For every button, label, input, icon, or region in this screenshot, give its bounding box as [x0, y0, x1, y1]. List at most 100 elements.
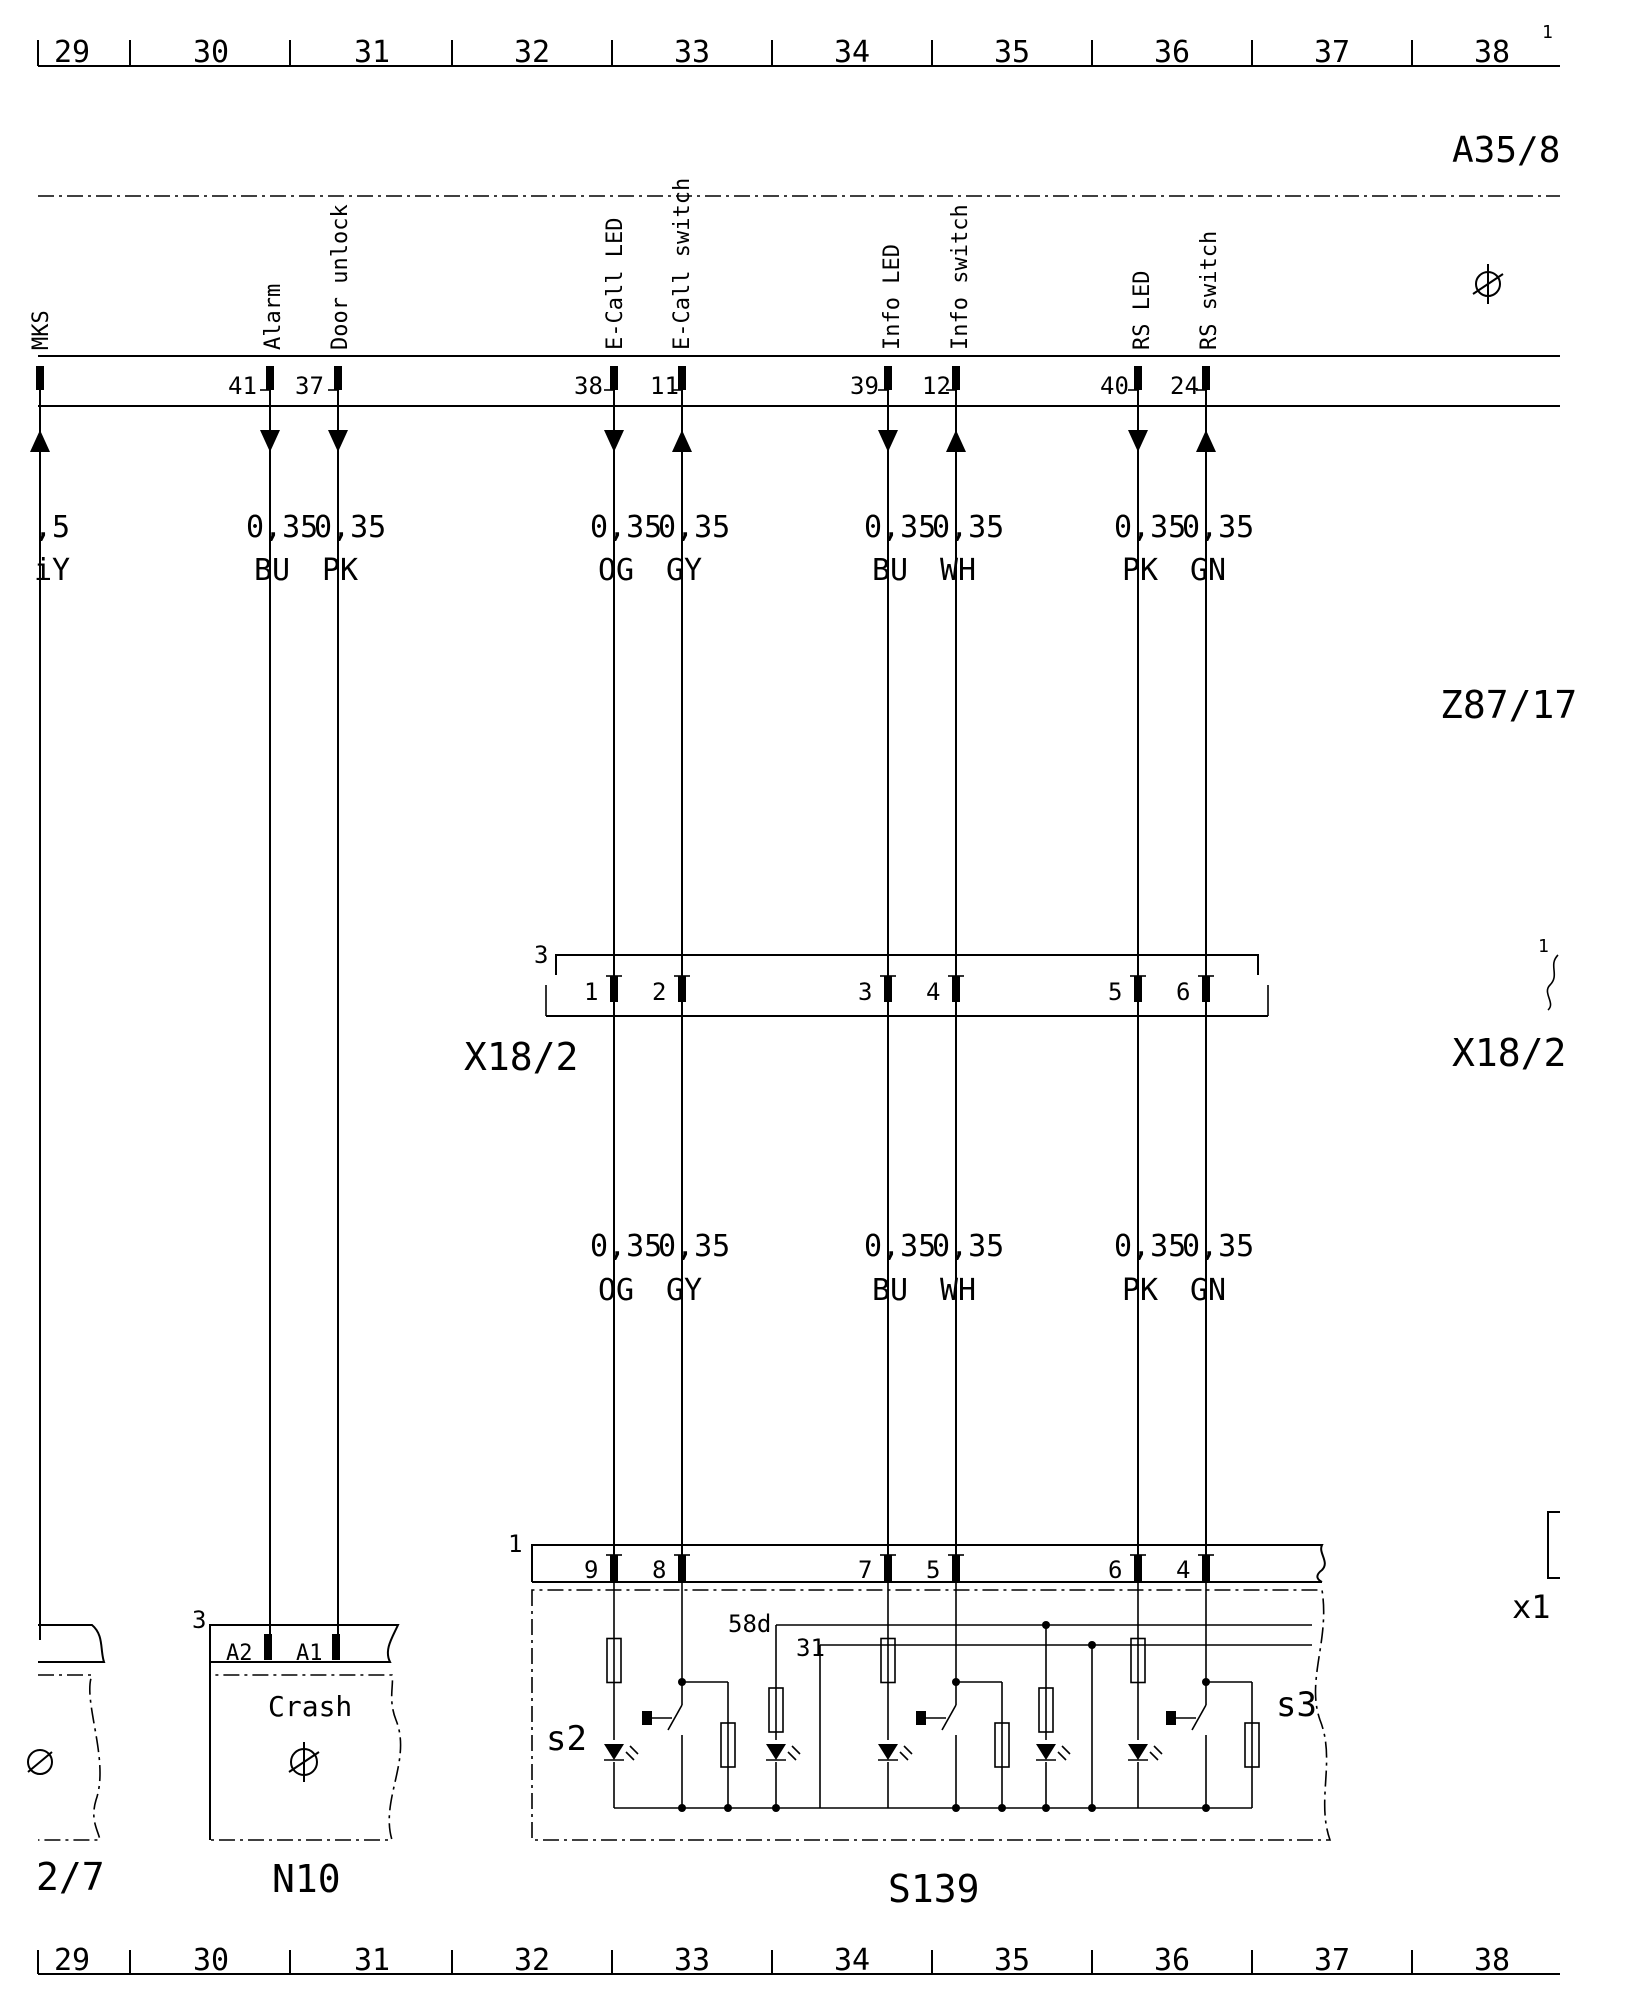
switch-icon	[642, 1581, 686, 1808]
wire-color: GY	[666, 553, 702, 588]
n10-pin-a2: A2	[226, 1641, 253, 1666]
signal-name-ecall-switch: E-Call switch	[670, 178, 695, 350]
sensor-icon	[27, 1749, 53, 1775]
x18-2-pin-number: 4	[926, 978, 940, 1006]
bottom-grid-bar: 29 30 31 32 33 34 35 36 37 38	[37, 1943, 1560, 1978]
pin-11: 11	[650, 372, 679, 400]
wire-mks-color: iY	[34, 553, 70, 588]
left-cut-component: 2/7	[27, 1624, 106, 1899]
crash-sensor-icon	[288, 1742, 320, 1782]
x18-2-right-corner-number: 1	[1538, 936, 1549, 957]
signal-name-door-unlock: Door unlock	[328, 204, 353, 350]
grid-number-33: 33	[674, 35, 710, 70]
grid-number-38-bottom: 38	[1474, 1943, 1510, 1978]
wire-color: OG	[598, 553, 634, 588]
x18-2-pin-number: 2	[652, 978, 666, 1006]
s139-circuits	[604, 1581, 1260, 1812]
arrow-down-icon	[878, 430, 898, 452]
wire-size: 0,35	[932, 1229, 1004, 1264]
component-label-left-cut: 2/7	[36, 1855, 105, 1899]
arrow-up-icon	[672, 430, 692, 452]
wire-mks: ,5 iY	[30, 366, 70, 1640]
edge-fragment-number: 1	[1542, 22, 1553, 43]
switch-label-s3: s3	[1276, 1685, 1317, 1725]
wire-size: 0,35	[590, 510, 662, 545]
signal-name-mks: MKS	[29, 310, 54, 350]
signal-name-rs-led: RS LED	[1130, 271, 1155, 350]
grid-number-37-bottom: 37	[1314, 1943, 1350, 1978]
wire-color: WH	[940, 1273, 976, 1308]
component-n10: 3 A2 A1 Crash N10	[192, 1606, 402, 1901]
connector-label-x18-2: X18/2	[464, 1035, 578, 1079]
signal-name-ecall-led: E-Call LED	[603, 218, 628, 350]
wire-size: 0,35	[658, 1229, 730, 1264]
pin-39: 39	[850, 372, 879, 400]
led-icon	[766, 1744, 801, 1761]
wire-color: GY	[666, 1273, 702, 1308]
wire-color: BU	[872, 553, 908, 588]
ground-symbol-icon	[1472, 264, 1504, 304]
wire-color: PK	[1122, 553, 1158, 588]
pin-24: 24	[1170, 372, 1199, 400]
x18-2-pin-number: 1	[584, 978, 598, 1006]
wire-size: 0,35	[314, 510, 386, 545]
grid-number-31: 31	[354, 35, 390, 70]
grid-number-35: 35	[994, 35, 1030, 70]
top-grid-bar: 29 30 31 32 33 34 35 36 37 38	[37, 35, 1560, 70]
wire-mks-size: ,5	[34, 510, 70, 545]
grid-number-36-bottom: 36	[1154, 1943, 1190, 1978]
switch-label-s2: s2	[546, 1719, 587, 1759]
wire-color: PK	[1122, 1273, 1158, 1308]
wires-layer: 0,35BU0,35PK0,35OG10,35OG90,35GY20,35GY8…	[246, 366, 1254, 1640]
s139-pin-number: 7	[858, 1556, 872, 1584]
led-icon	[604, 1744, 639, 1761]
signal-name-rs-switch: RS switch	[1197, 231, 1222, 350]
connector-x1-fragment: x1	[1512, 1511, 1560, 1626]
wire-size: 0,35	[1114, 510, 1186, 545]
n10-inner-label: Crash	[268, 1690, 352, 1723]
component-label-s139: S139	[888, 1867, 980, 1911]
component-label-n10: N10	[272, 1857, 341, 1901]
grid-number-33-bottom: 33	[674, 1943, 710, 1978]
bus-label-58d: 58d	[728, 1610, 771, 1638]
x18-2-corner-number: 3	[534, 941, 548, 969]
s139-pin-number: 9	[584, 1556, 598, 1584]
grid-number-31-bottom: 31	[354, 1943, 390, 1978]
s139-pin-number: 4	[1176, 1556, 1190, 1584]
grid-number-29: 29	[54, 35, 90, 70]
component-label-a35-8: A35/8	[1452, 130, 1560, 171]
connector-x18-2-right: X18/2 1	[1452, 936, 1566, 1075]
signal-name-alarm: Alarm	[261, 284, 286, 350]
pin-37: 37	[295, 372, 324, 400]
wire-color: GN	[1190, 1273, 1226, 1308]
s139-pin-number: 8	[652, 1556, 666, 1584]
arrow-up-icon	[1196, 430, 1216, 452]
wire-size: 0,35	[1114, 1229, 1186, 1264]
arrow-down-icon	[260, 430, 280, 452]
wire-size: 0,35	[932, 510, 1004, 545]
x18-2-pin-number: 5	[1108, 978, 1122, 1006]
led-icon	[1128, 1744, 1163, 1761]
pin-41: 41	[228, 372, 257, 400]
grid-number-32: 32	[514, 35, 550, 70]
wire-size: 0,35	[246, 510, 318, 545]
grid-number-32-bottom: 32	[514, 1943, 550, 1978]
arrow-down-icon	[328, 430, 348, 452]
connector-x18-2: 3 X18/2	[464, 941, 1269, 1079]
arrow-down-icon	[604, 430, 624, 452]
wire-size: 0,35	[658, 510, 730, 545]
connector-label-x1: x1	[1512, 1588, 1551, 1626]
grid-number-34-bottom: 34	[834, 1943, 870, 1978]
led-icon	[1036, 1744, 1071, 1761]
n10-corner-number: 3	[192, 1606, 206, 1634]
s139-pin-number: 6	[1108, 1556, 1122, 1584]
s139-pin-number: 5	[926, 1556, 940, 1584]
grid-number-34: 34	[834, 35, 870, 70]
grid-number-37: 37	[1314, 35, 1350, 70]
harness-label-z87-17: Z87/17	[1440, 683, 1577, 727]
arrow-down-icon	[1128, 430, 1148, 452]
